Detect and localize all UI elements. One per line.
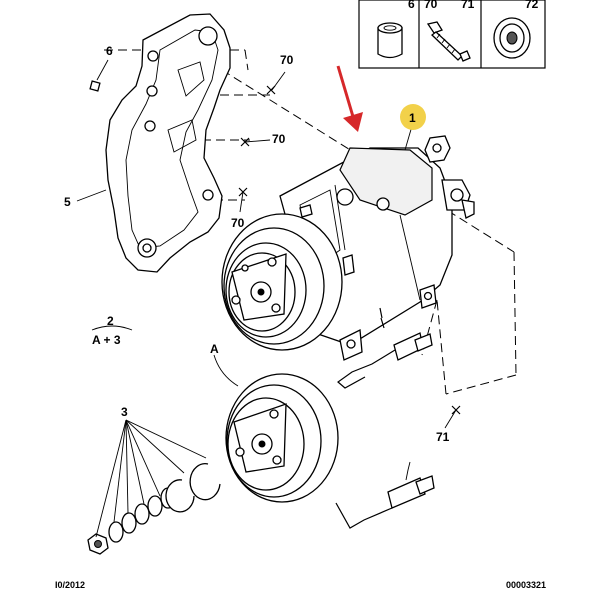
callout-70-middle: 70 xyxy=(272,132,286,146)
legend-label-72: 72 xyxy=(525,0,539,11)
callout-5: 5 xyxy=(64,195,71,209)
clutch-pulley-assembly xyxy=(225,373,435,529)
shim-and-snap-rings xyxy=(87,419,221,555)
washer-part-icon xyxy=(493,17,531,59)
callout-2-underline xyxy=(91,325,133,331)
parts-legend-box: 6 70 71 72 xyxy=(358,0,546,69)
callout-71: 71 xyxy=(436,430,450,444)
callout-leaders xyxy=(76,59,457,429)
legend-label-71: 71 xyxy=(461,0,475,11)
callout-70-top: 70 xyxy=(280,53,294,67)
legend-label-6: 6 xyxy=(408,0,415,11)
screw-part-icon xyxy=(426,21,471,62)
callout-2: 2 xyxy=(107,314,114,328)
callout-2-sub: A + 3 xyxy=(92,333,121,347)
callout-6: 6 xyxy=(106,44,113,58)
callout-A: A xyxy=(210,342,219,356)
footer-reference: 00003321 xyxy=(505,580,546,590)
callout-3: 3 xyxy=(121,405,128,419)
callout-70-bottom: 70 xyxy=(231,216,245,230)
part-1-highlight-badge xyxy=(400,104,426,130)
mounting-bracket xyxy=(105,13,231,273)
callout-1: 1 xyxy=(409,111,416,125)
footer-date: I0/2012 xyxy=(55,580,86,590)
sleeve-part-icon xyxy=(377,22,403,59)
legend-label-70: 70 xyxy=(424,0,438,11)
highlight-arrow xyxy=(336,65,363,132)
ac-compressor xyxy=(221,135,475,389)
